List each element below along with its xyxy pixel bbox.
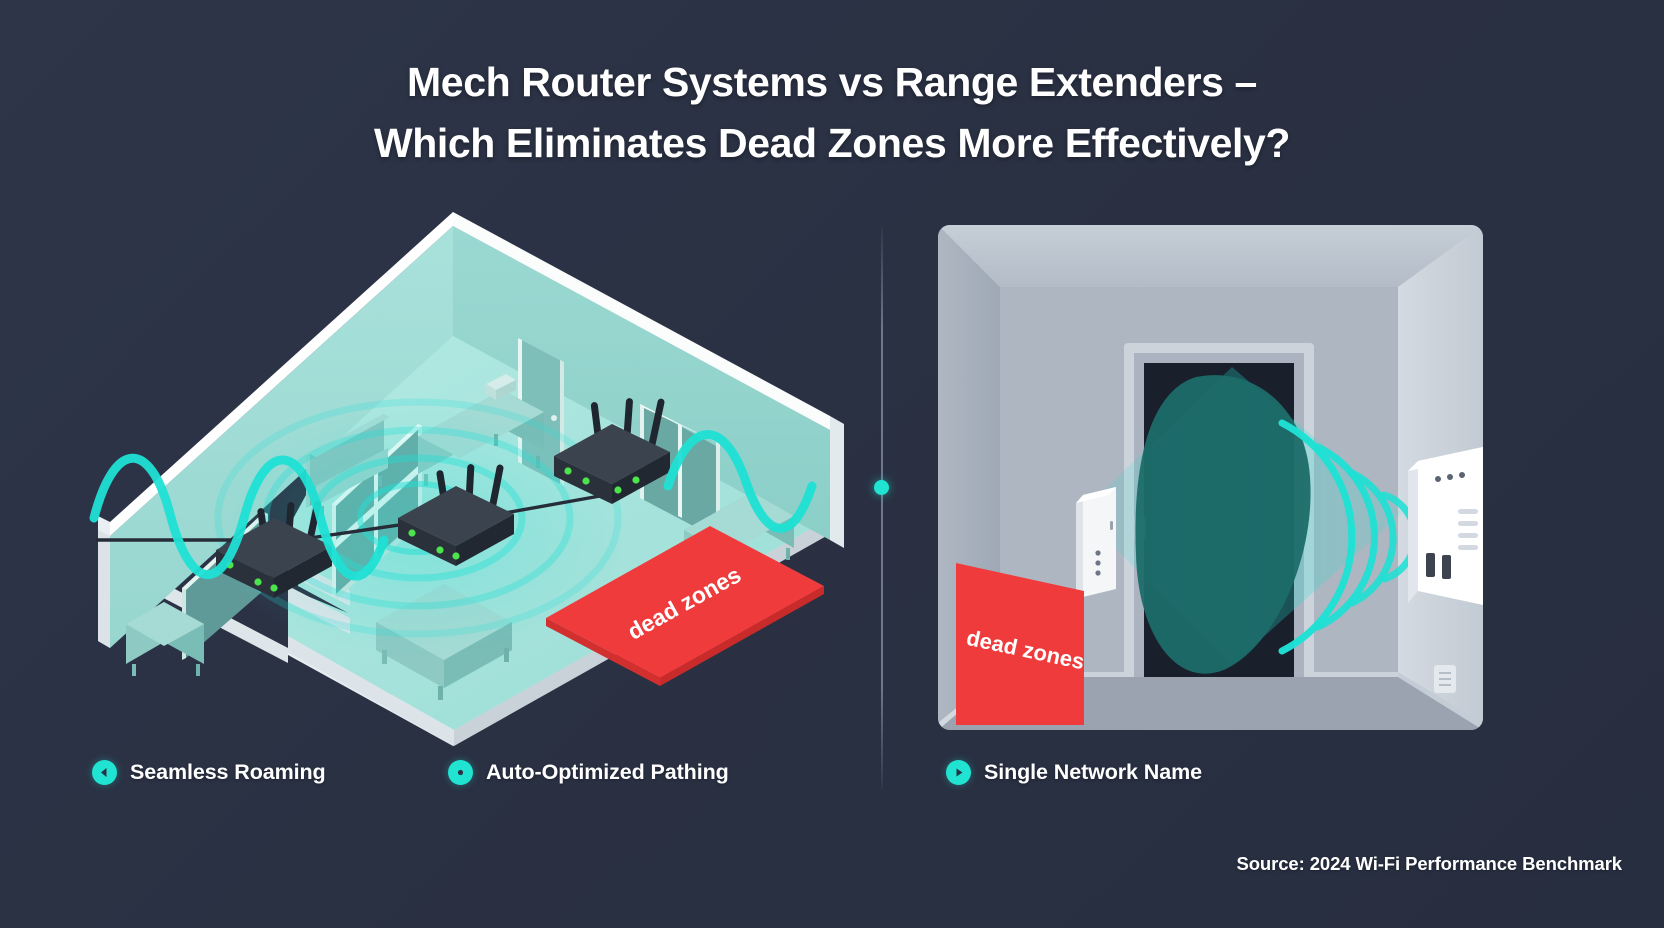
panel-divider	[881, 228, 883, 790]
divider-dot-icon	[874, 480, 889, 495]
legend-item-single-network-name[interactable]: Single Network Name	[946, 760, 1202, 785]
mesh-router-3	[554, 398, 670, 504]
source-attribution: Source: 2024 Wi-Fi Performance Benchmark	[1236, 853, 1622, 874]
title-line-1: Mech Router Systems vs Range Extenders –	[407, 59, 1257, 105]
play-circle-icon	[946, 760, 971, 785]
legend-label: Auto-Optimized Pathing	[486, 760, 729, 784]
wall-plate-icon	[1434, 665, 1456, 693]
title-line-2: Which Eliminates Dead Zones More Effecti…	[373, 119, 1291, 166]
signal-waveforms	[89, 430, 817, 581]
page-title: Mech Router Systems vs Range Extenders –…	[0, 52, 1664, 173]
arrow-left-circle-icon	[92, 760, 117, 785]
furniture-cabinet-left	[126, 602, 204, 676]
legend-item-seamless-roaming[interactable]: Seamless Roaming	[92, 760, 326, 785]
dot-circle-icon	[448, 760, 473, 785]
mesh-router-system-illustration: dead zones	[88, 212, 848, 746]
legend-label: Single Network Name	[984, 760, 1202, 784]
legend-item-auto-optimized-pathing[interactable]: Auto-Optimized Pathing	[448, 760, 729, 785]
range-extender-illustration: dead zones	[938, 225, 1483, 730]
dead-zone-area-left: dead zones	[546, 526, 824, 686]
range-extender-large	[1408, 447, 1483, 605]
signal-blob	[1135, 375, 1311, 674]
dead-zone-area-right: dead zones	[956, 563, 1087, 725]
mesh-router-2	[398, 464, 514, 566]
range-extender-small	[1076, 487, 1116, 605]
legend-label: Seamless Roaming	[130, 760, 326, 784]
